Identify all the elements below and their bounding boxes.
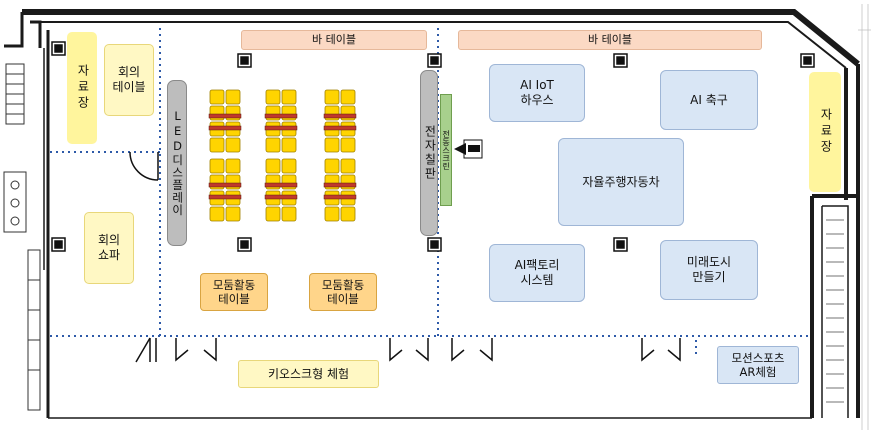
seat-cluster (264, 89, 298, 153)
desk (323, 182, 357, 188)
materials-cabinet-left: 자료장 (67, 32, 97, 144)
led-display-text: LED디스플레이 (170, 109, 185, 217)
column (51, 41, 66, 56)
desk (208, 194, 242, 200)
meeting-table: 회의 테이블 (104, 44, 154, 116)
bar-table-right: 바 테이블 (458, 30, 762, 50)
chair (340, 158, 356, 174)
desk (323, 194, 357, 200)
chair (340, 89, 356, 105)
desk (208, 113, 242, 119)
chair (281, 206, 297, 222)
doors (129, 151, 681, 363)
top-left-corner (4, 12, 42, 48)
chair (324, 206, 340, 222)
outer-walls (4, 9, 860, 419)
motorized-screen: 전동스크린 (440, 94, 452, 206)
materials-cabinet-right: 자료장 (809, 72, 841, 192)
desk (323, 113, 357, 119)
ai-iot-house: AI IoT 하우스 (489, 64, 585, 122)
right-lower-wall (810, 194, 860, 418)
projector (454, 139, 483, 159)
column (427, 53, 442, 68)
chair (209, 158, 225, 174)
led-display: LED디스플레이 (167, 80, 187, 246)
materials-left-text: 자료장 (75, 64, 90, 112)
right-margin-grid (858, 4, 871, 430)
door (129, 151, 159, 181)
motion-sports-ar: 모션스포츠 AR체험 (717, 346, 799, 384)
chair (225, 158, 241, 174)
door (175, 338, 217, 362)
student-seating (208, 89, 357, 222)
desk (264, 113, 298, 119)
electronic-board-text: 전자칠판 (422, 125, 437, 181)
desk (323, 125, 357, 131)
chair (209, 89, 225, 105)
desk (208, 182, 242, 188)
right-stairs (826, 219, 844, 403)
chair (265, 206, 281, 222)
autonomous-car: 자율주행자동차 (558, 138, 684, 226)
chair (225, 89, 241, 105)
chair (281, 137, 297, 153)
chair (225, 206, 241, 222)
chair (324, 89, 340, 105)
chair (225, 137, 241, 153)
meeting-sofa: 회의 쇼파 (84, 212, 134, 284)
bar-table-left: 바 테이블 (241, 30, 427, 50)
column (613, 53, 628, 68)
chair (209, 137, 225, 153)
door (641, 338, 681, 362)
ai-soccer: AI 축구 (660, 70, 758, 130)
materials-right-text: 자료장 (818, 108, 833, 156)
door (389, 338, 429, 362)
door (451, 338, 493, 362)
chair (324, 158, 340, 174)
future-city: 미래도시 만들기 (660, 240, 758, 300)
chair (340, 206, 356, 222)
top-wall (22, 9, 860, 67)
chair (281, 158, 297, 174)
desk (264, 125, 298, 131)
group-activity-table-2: 모둠활동 테이블 (309, 273, 377, 311)
column (427, 237, 442, 252)
kiosk-experience: 키오스크형 체험 (238, 360, 379, 388)
seat-cluster (323, 158, 357, 222)
right-lower-inner (821, 205, 849, 418)
seat-cluster (208, 158, 242, 222)
left-wall (38, 30, 50, 418)
ai-factory-system: AI팩토리 시스템 (489, 244, 585, 302)
right-wall (844, 64, 860, 200)
column (51, 237, 66, 252)
column (800, 53, 815, 68)
chair (265, 137, 281, 153)
column (613, 237, 628, 252)
left-wall-details (3, 63, 41, 411)
desk (208, 125, 242, 131)
partitions (50, 28, 810, 358)
chair (340, 137, 356, 153)
seat-cluster (323, 89, 357, 153)
column (237, 237, 252, 252)
desk (264, 182, 298, 188)
chair (265, 89, 281, 105)
desk (264, 194, 298, 200)
column (237, 53, 252, 68)
electronic-board: 전자칠판 (420, 70, 438, 236)
group-activity-table-1: 모둠활동 테이블 (200, 273, 268, 311)
seat-cluster (264, 158, 298, 222)
motorized-screen-text: 전동스크린 (441, 130, 451, 170)
chair (281, 89, 297, 105)
chair (209, 206, 225, 222)
door (135, 337, 157, 363)
seat-cluster (208, 89, 242, 153)
top-wall-inner (40, 21, 847, 69)
chair (324, 137, 340, 153)
chair (265, 158, 281, 174)
columns (51, 41, 815, 252)
